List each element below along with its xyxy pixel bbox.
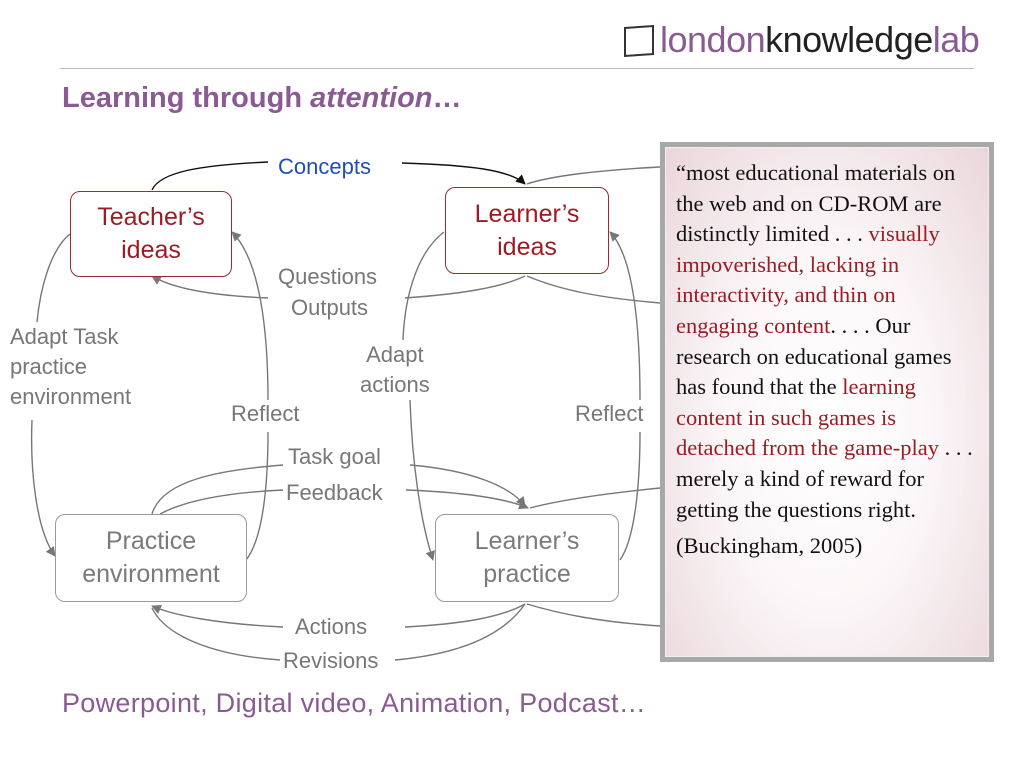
- logo-text-lab: lab: [932, 19, 980, 60]
- label-reflect-left: Reflect: [231, 401, 300, 426]
- label-adapt-task-line2: practice: [10, 354, 88, 379]
- arrow-questions-out: [151, 275, 269, 299]
- arrow-task-goal-in: [151, 464, 284, 515]
- label-outputs: Outputs: [291, 295, 369, 320]
- arrow-questions-in: [404, 275, 526, 299]
- quote-text: “most educational materials on the web a…: [676, 158, 978, 525]
- node-practice-environment-line2: environment: [82, 560, 220, 588]
- header-divider: [60, 68, 974, 69]
- label-task-goal: Task goal: [288, 444, 381, 469]
- label-reflect-right: Reflect: [575, 401, 644, 426]
- quote-content: “most educational materials on the web a…: [665, 147, 989, 657]
- arrow-actions-out: [151, 605, 284, 628]
- quote-highlight-2: learning content in such games is detach…: [676, 374, 940, 461]
- title-tail: …: [432, 82, 462, 114]
- node-teachers-ideas: Teacher’s ideas: [70, 191, 232, 277]
- node-learners-ideas-line1: Learner’s: [474, 199, 580, 228]
- node-learners-practice-line1: Learner’s: [474, 527, 580, 555]
- arrow-revisions-out: [151, 607, 281, 661]
- slide-title: Learning through attention…: [62, 82, 462, 115]
- quote-citation: (Buckingham, 2005): [676, 533, 863, 559]
- arrow-reflect-right-bottom: [619, 431, 641, 561]
- label-feedback: Feedback: [286, 480, 383, 505]
- arrow-adapt-actions-top: [402, 231, 445, 341]
- label-adapt-actions-line1: Adapt: [366, 342, 424, 367]
- label-adapt-task: Adapt Task practice environment: [10, 322, 131, 412]
- quote-seg5: . . . merely a kind of reward for gettin…: [676, 435, 973, 522]
- quote-seg3: . . . . Our research on educational game…: [676, 312, 952, 400]
- logo-text-london: london: [660, 19, 766, 60]
- arrow-reflect-left-bottom: [245, 431, 269, 561]
- arrow-quote-to-learner-practice: [529, 487, 661, 509]
- label-adapt-task-line3: environment: [10, 384, 132, 409]
- node-practice-environment: Practice environment: [55, 514, 247, 602]
- label-adapt-actions-line2: actions: [360, 372, 430, 397]
- title-main: Learning through: [62, 82, 311, 114]
- node-practice-environment-line1: Practice: [105, 527, 197, 555]
- logo-text-knowledge: knowledge: [765, 19, 933, 60]
- arrow-quote-to-learner-ideas: [526, 275, 661, 304]
- node-learners-ideas-line2: ideas: [497, 232, 557, 261]
- label-questions: Questions: [278, 264, 378, 289]
- node-learners-ideas: Learner’s ideas: [445, 187, 609, 274]
- quote-seg1: “most educational materials on the web a…: [676, 160, 956, 247]
- label-adapt-actions: Adapt actions: [360, 340, 430, 400]
- arrow-quote-to-learner-practice-bottom: [526, 603, 661, 627]
- arrow-actions-in: [404, 603, 526, 628]
- node-teachers-ideas-line2: ideas: [121, 236, 181, 264]
- label-actions: Actions: [295, 614, 368, 639]
- arrow-task-goal-out: [409, 464, 526, 507]
- label-adapt-task-line1: Adapt Task: [10, 324, 119, 349]
- quote-box: “most educational materials on the web a…: [660, 142, 994, 662]
- arrow-feedback-out: [405, 489, 529, 509]
- footer-media-list: Powerpoint, Digital video, Animation, Po…: [62, 688, 647, 718]
- quote-highlight-1: visually impoverished, lacking in intera…: [676, 221, 940, 338]
- node-learners-practice-line2: practice: [483, 560, 571, 588]
- arrow-reflect-left-top: [231, 231, 269, 401]
- label-concepts: Concepts: [278, 154, 371, 179]
- title-emphasis: attention: [310, 82, 433, 114]
- arrow-feedback-in: [159, 489, 284, 515]
- label-revisions: Revisions: [283, 648, 379, 673]
- arrow-adapt-task-top: [36, 233, 71, 323]
- node-learners-practice: Learner’s practice: [435, 514, 619, 602]
- logo-text: londonknowledgelab: [660, 18, 980, 62]
- arrow-concepts-in: [151, 161, 269, 191]
- arrow-reflect-right-top: [609, 231, 641, 401]
- node-teachers-ideas-line1: Teacher’s: [97, 203, 205, 231]
- arrow-concepts-out: [401, 162, 526, 185]
- arrow-adapt-actions-bottom: [409, 399, 435, 561]
- arrow-revisions-in: [394, 603, 526, 661]
- arrow-quote-to-learner-ideas-top: [526, 166, 661, 185]
- arrow-adapt-task-bottom: [30, 419, 56, 557]
- london-knowledge-lab-logo: londonknowledgelab: [622, 18, 982, 62]
